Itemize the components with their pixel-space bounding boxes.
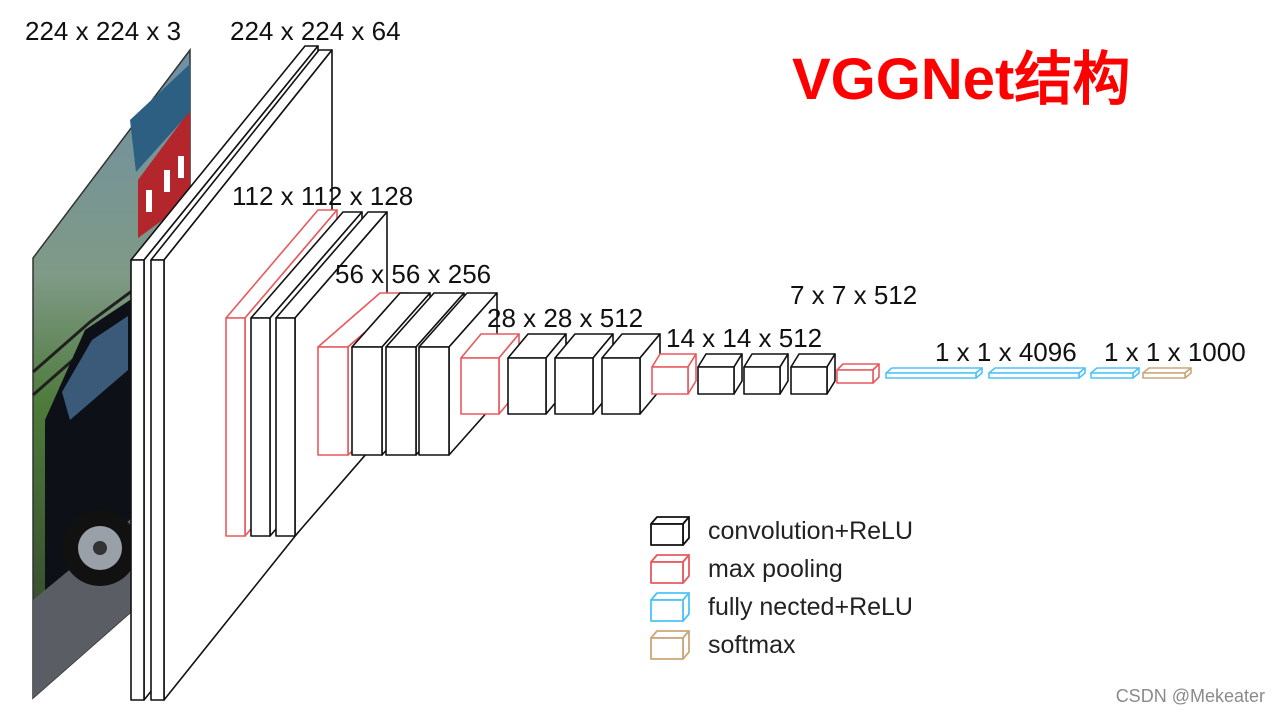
- legend-swatch-box: [650, 630, 690, 660]
- legend: convolution+ReLU max pooling fully necte…: [648, 512, 913, 664]
- dimension-label: 224 x 224 x 3: [25, 16, 181, 46]
- dimension-label: 112 x 112 x 128: [232, 181, 413, 211]
- legend-label: fully nected+ReLU: [708, 592, 913, 621]
- legend-label: softmax: [708, 630, 796, 659]
- layer-softmax-1000: [1142, 367, 1192, 379]
- layer-conv-14: [697, 353, 743, 395]
- diagram-title: VGGNet结构: [792, 47, 1131, 112]
- legend-label: convolution+ReLU: [708, 516, 913, 545]
- legend-swatch-box: [650, 592, 690, 622]
- legend-swatch-softmax: [650, 630, 690, 660]
- legend-swatch-box: [650, 554, 690, 584]
- dimension-label: 14 x 14 x 512: [666, 323, 822, 353]
- legend-swatch-box: [650, 516, 690, 546]
- legend-swatch-pool: [650, 554, 690, 584]
- legend-item-conv: convolution+ReLU: [648, 512, 913, 550]
- layer-conv-28: [601, 333, 661, 415]
- legend-swatch-fc: [650, 592, 690, 622]
- layer-pool-28: [460, 333, 520, 415]
- watermark: CSDN @Mekeater: [1115, 686, 1265, 706]
- layer-pool-7: [836, 363, 880, 384]
- legend-item-softmax: softmax: [648, 626, 913, 664]
- layer-fc-4096: [988, 367, 1086, 379]
- dimension-label: 224 x 224 x 64: [230, 16, 401, 46]
- layer-fc-4096: [885, 367, 983, 379]
- legend-item-pool: max pooling: [648, 550, 913, 588]
- legend-label: max pooling: [708, 554, 843, 583]
- dimension-label: 7 x 7 x 512: [790, 280, 917, 310]
- dimension-label: 28 x 28 x 512: [487, 303, 643, 333]
- dimension-label: 1 x 1 x 1000: [1104, 337, 1246, 367]
- dimension-labels: 224 x 224 x 3 224 x 224 x 64 112 x 112 x 1…: [25, 16, 1246, 367]
- layer-conv-14: [743, 353, 789, 395]
- legend-item-fc: fully nected+ReLU: [648, 588, 913, 626]
- layer-conv-14: [790, 353, 836, 395]
- layer-pool-14: [651, 353, 697, 395]
- layer-fc-1000: [1090, 367, 1140, 379]
- dimension-label: 1 x 1 x 4096: [935, 337, 1077, 367]
- dimension-label: 56 x 56 x 256: [335, 259, 491, 289]
- layer-blocks: [130, 45, 1192, 701]
- legend-swatch-conv: [650, 516, 690, 546]
